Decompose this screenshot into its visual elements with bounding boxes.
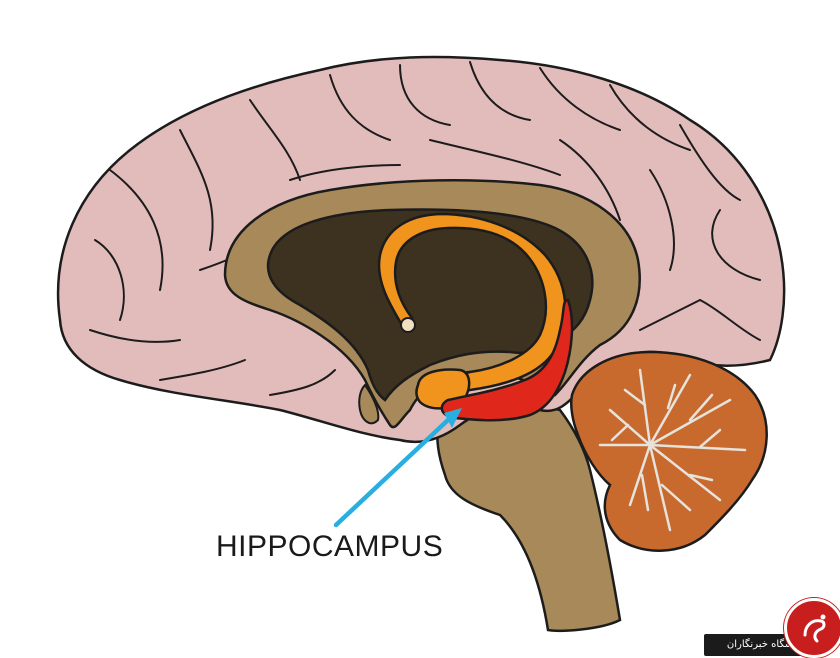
hippocampus-callout-arrow <box>333 408 462 528</box>
cortex-gyri <box>89 61 761 396</box>
cerebellum <box>570 350 768 552</box>
brand-logo-icon <box>784 598 840 658</box>
watermark-text: باشگاه خبرنگاران <box>726 639 800 650</box>
optic-region <box>358 383 380 425</box>
hippocampus <box>440 298 574 422</box>
arbor-vitae <box>598 368 747 532</box>
hippocampus-label: HIPPOCAMPUS <box>216 530 444 563</box>
brainstem <box>436 403 622 632</box>
fornix-end <box>400 317 416 333</box>
fornix <box>377 212 567 397</box>
